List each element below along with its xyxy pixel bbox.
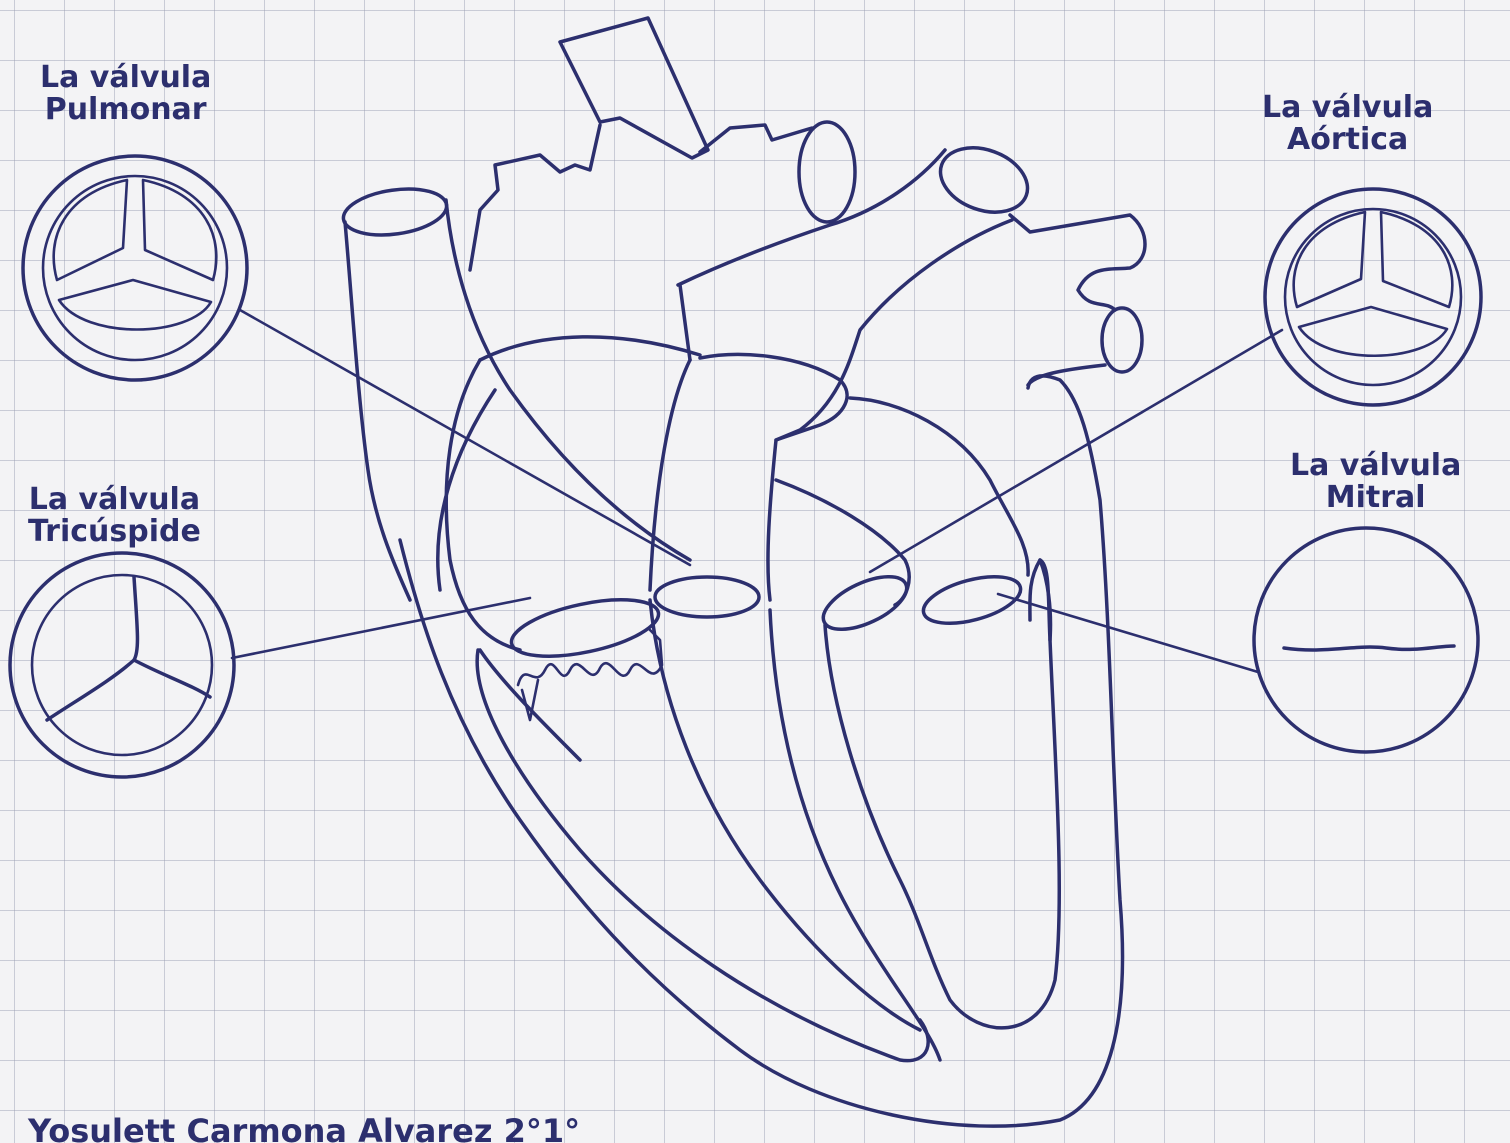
aortic-label-line1: La válvula: [1262, 92, 1433, 124]
mitral-outer-ring: [1254, 528, 1478, 752]
pulmonary-vein-opening: [1102, 308, 1142, 372]
aortic-valve-drawing: [816, 566, 914, 640]
mitral-valve-inset: [1254, 528, 1478, 752]
tricuspid-label-line1: La válvula: [28, 484, 201, 516]
mitral-label-line2: Mitral: [1290, 482, 1461, 514]
aorta-branch-opening: [799, 122, 855, 222]
pulmonary-trunk-top: [560, 18, 708, 158]
pulmonary-valve-inset: [23, 156, 247, 380]
pulmonary-cusp-right: [143, 180, 216, 280]
pulmonary-cusp-bottom: [59, 280, 211, 330]
tricuspid-inner-ring: [32, 575, 212, 755]
septum-left: [650, 600, 920, 1030]
mitral-valve-label: La válvula Mitral: [1290, 450, 1461, 514]
pulmonary-label-line1: La válvula: [40, 62, 211, 94]
pulmonary-outer-ring: [23, 156, 247, 380]
mitral-leader-line: [998, 594, 1258, 672]
tricuspid-outer-ring: [10, 553, 234, 777]
pulmonary-valve-label: La válvula Pulmonar: [40, 62, 211, 126]
rv-upper: [480, 650, 580, 760]
aortic-leader-line: [870, 330, 1282, 572]
mitral-label-line1: La válvula: [1290, 450, 1461, 482]
left-ventricle-cavity: [825, 560, 1059, 1028]
tricuspid-valve-drawing: [507, 589, 664, 667]
superior-vena-cava-opening: [340, 183, 449, 241]
aortic-outer-ring: [1265, 189, 1481, 405]
right-atrium-inner: [438, 390, 495, 590]
pulmonary-valve-drawing: [655, 577, 759, 617]
pulmonary-artery-right-branch: [700, 125, 812, 152]
mitral-leaflet-line: [1284, 646, 1454, 650]
tricuspid-label-line2: Tricúspide: [28, 516, 201, 548]
aortic-cusp-bottom: [1299, 307, 1447, 356]
aortic-inner-ring: [1285, 209, 1461, 385]
aortic-valve-label: La válvula Aórtica: [1262, 92, 1433, 156]
leader-lines: [232, 310, 1282, 672]
tricuspid-leader-line: [232, 598, 530, 658]
pulmonary-artery-left-branch: [470, 125, 600, 270]
pulmonary-leader-line: [240, 310, 690, 565]
tricuspid-leaflet-lines: [47, 577, 210, 720]
aortic-arch-top: [678, 150, 945, 285]
pulmonary-label-line2: Pulmonar: [40, 94, 211, 126]
aortic-cusp-left: [1294, 212, 1365, 307]
aortic-valve-inset: [1265, 189, 1481, 405]
lv-papillary: [1040, 560, 1051, 640]
pulmonary-cusp-left: [54, 180, 127, 280]
vena-cava-right-wall: [446, 200, 690, 560]
aortic-outflow: [700, 354, 847, 600]
tricuspid-valve-inset: [10, 553, 234, 777]
left-atrium-outline: [850, 398, 1028, 575]
right-atrium-top: [480, 337, 700, 360]
aortic-cusp-right: [1381, 212, 1452, 307]
tricuspid-valve-label: La válvula Tricúspide: [28, 484, 201, 548]
heart-drawing: [340, 18, 1145, 1126]
aorta-main-opening: [931, 136, 1036, 223]
author-signature: Yosulett Carmona Alvarez 2°1°: [28, 1112, 580, 1143]
pulmonary-veins-right: [1010, 215, 1145, 310]
septum-right: [770, 610, 940, 1060]
aortic-label-line2: Aórtica: [1262, 124, 1433, 156]
pulmonary-inner-ring: [43, 176, 227, 360]
left-ventricle-outflow: [776, 480, 909, 605]
mitral-valve-drawing: [919, 568, 1026, 633]
